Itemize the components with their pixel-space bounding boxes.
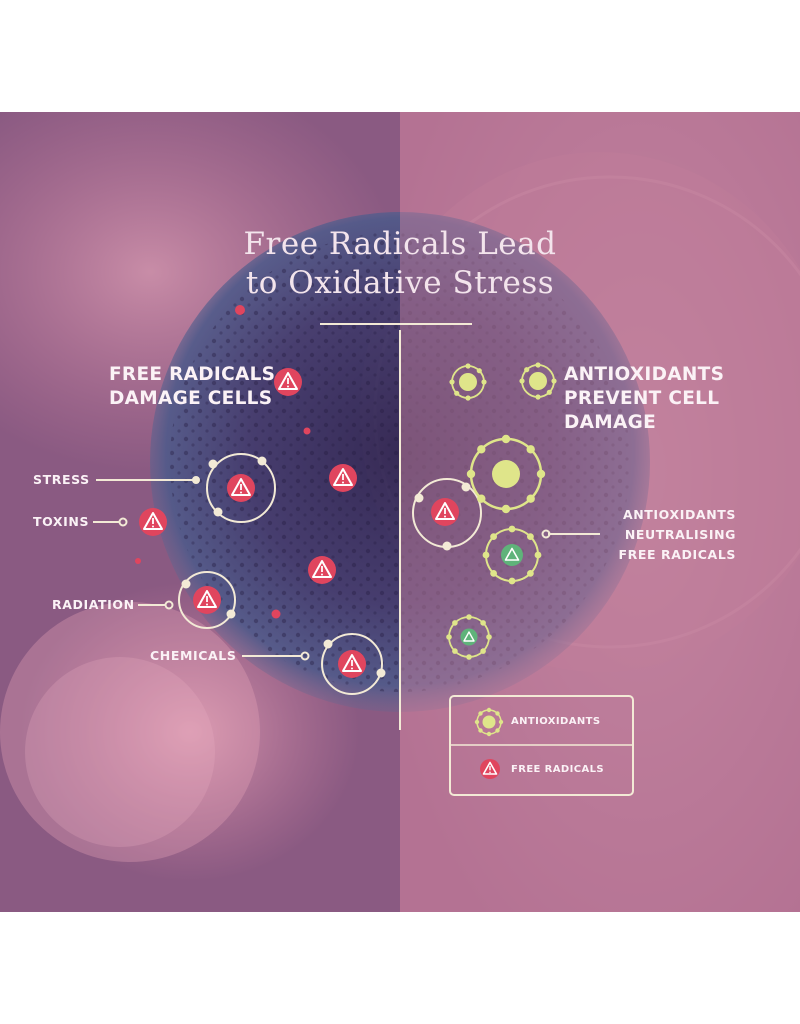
- antioxidant-icon: [446, 362, 557, 660]
- title-line-1: Free Radicals Lead: [243, 226, 557, 262]
- annotation-line-1: ANTIOXIDANTS: [622, 507, 736, 522]
- cause-label-stress: STRESS: [33, 472, 90, 487]
- title-line-2: to Oxidative Stress: [245, 265, 555, 301]
- right-heading: ANTIOXIDANTS PREVENT CELL DAMAGE: [564, 363, 724, 435]
- cause-label-chemicals: CHEMICALS: [150, 648, 237, 663]
- cause-label-radiation: RADIATION: [52, 597, 135, 612]
- cause-label-toxins: TOXINS: [33, 514, 90, 529]
- right-heading-line-2: PREVENT CELL: [564, 388, 720, 409]
- free-radical-particle: [135, 305, 311, 619]
- annotation-line-3: FREE RADICALS: [618, 547, 736, 562]
- legend-antioxidants-label: ANTIOXIDANTS: [511, 716, 601, 727]
- page-title: Free Radicals Lead to Oxidative Stress: [0, 225, 800, 303]
- infographic-canvas: Free Radicals Lead to Oxidative Stress F…: [0, 112, 800, 912]
- free-radical-warning-icon: [139, 368, 459, 678]
- cause-connectors: [93, 476, 600, 661]
- legend-antioxidant-icon: [474, 707, 504, 737]
- left-heading-line-1: FREE RADICALS: [109, 364, 276, 385]
- annotation-line-2: NEUTRALISING: [624, 527, 736, 542]
- left-heading-line-2: DAMAGE CELLS: [109, 388, 273, 409]
- left-heading: FREE RADICALS DAMAGE CELLS: [109, 363, 275, 411]
- free-radical-ring: [178, 453, 482, 695]
- legend-free-radical-icon: [480, 759, 500, 779]
- right-heading-line-3: DAMAGE: [564, 412, 657, 433]
- legend-free-radicals-label: FREE RADICALS: [511, 764, 604, 775]
- infographic-art: [0, 112, 800, 912]
- electron-dot: [181, 456, 471, 678]
- legend-box: [449, 695, 634, 796]
- right-heading-line-1: ANTIOXIDANTS: [564, 364, 725, 385]
- neutralising-annotation: ANTIOXIDANTS NEUTRALISING FREE RADICALS: [618, 505, 736, 565]
